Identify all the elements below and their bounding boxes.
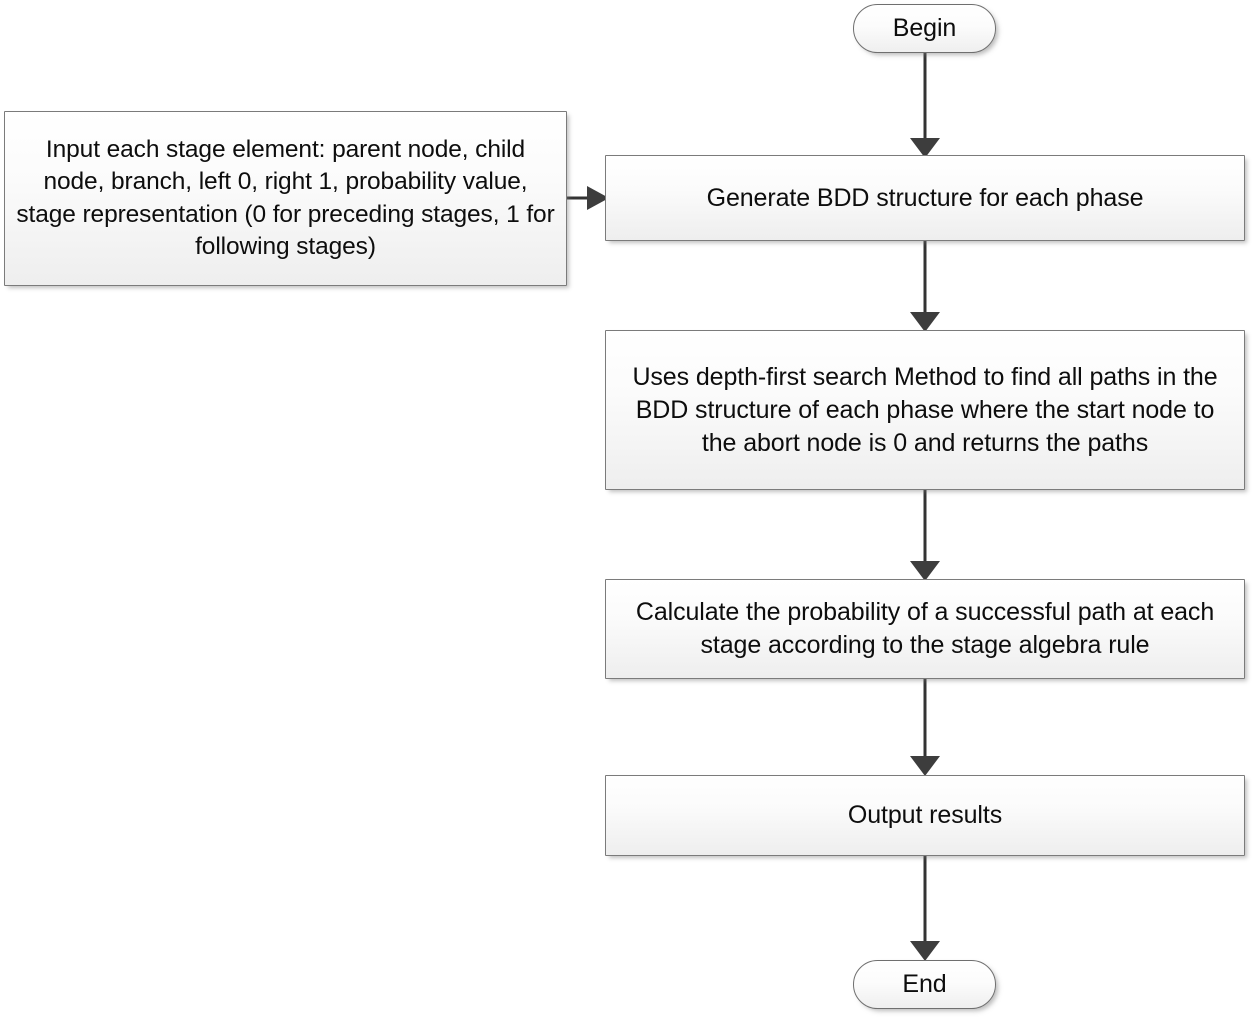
connector-generate-to-dfs	[900, 240, 950, 335]
node-calculate-probability[interactable]: Calculate the probability of a successfu…	[605, 579, 1245, 679]
node-output-results[interactable]: Output results	[605, 775, 1245, 856]
node-generate-bdd-structure[interactable]: Generate BDD structure for each phase	[605, 155, 1245, 241]
connector-input-to-generate	[565, 180, 613, 216]
node-end-label: End	[902, 970, 947, 998]
arrowhead-down-icon	[910, 941, 940, 961]
arrowhead-down-icon	[910, 561, 940, 581]
connector-calculate-to-output	[900, 678, 950, 780]
arrowhead-down-icon	[910, 312, 940, 332]
node-input-label: Input each stage element: parent node, c…	[16, 135, 555, 260]
connector-begin-to-generate	[900, 50, 950, 160]
arrowhead-down-icon	[910, 138, 940, 158]
node-output-label: Output results	[847, 801, 1003, 829]
node-begin-label: Begin	[892, 14, 957, 42]
arrowhead-right-icon	[587, 186, 609, 210]
node-begin[interactable]: Begin	[853, 4, 996, 53]
arrowhead-down-icon	[910, 756, 940, 776]
node-end[interactable]: End	[853, 960, 996, 1009]
connector-output-to-end	[900, 855, 950, 965]
node-dfs-label: Uses depth-first search Method to find a…	[632, 362, 1218, 457]
node-input-stage-element[interactable]: Input each stage element: parent node, c…	[4, 111, 567, 286]
node-generate-label: Generate BDD structure for each phase	[706, 183, 1144, 212]
node-calculate-label: Calculate the probability of a successfu…	[635, 598, 1215, 659]
connector-dfs-to-calculate	[900, 489, 950, 584]
node-depth-first-search[interactable]: Uses depth-first search Method to find a…	[605, 330, 1245, 490]
